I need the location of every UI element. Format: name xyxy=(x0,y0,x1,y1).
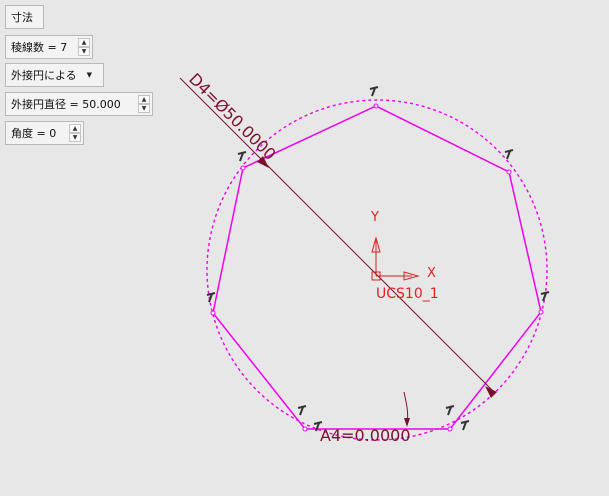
diameter-spinner[interactable]: ▲▼ xyxy=(138,95,150,113)
dimension-arrow-bottom xyxy=(485,386,497,398)
angle-dimension-arrow xyxy=(404,418,410,427)
diameter-label: 外接円直径 = 50.000 xyxy=(11,98,121,111)
spin-up-icon[interactable]: ▲ xyxy=(138,95,150,104)
mode-dropdown-value: 外接円による xyxy=(11,69,77,82)
edge-count-label: 稜線数 = 7 xyxy=(11,41,68,54)
dimension-button[interactable]: 寸法 xyxy=(5,5,44,29)
edge-count-spinner[interactable]: ▲▼ xyxy=(78,38,90,56)
spin-down-icon[interactable]: ▼ xyxy=(78,47,90,56)
spin-down-icon[interactable]: ▼ xyxy=(138,104,150,113)
diameter-dimension-label[interactable]: D4=Ø50.0000 xyxy=(185,69,280,164)
ucs-name-label: UCS10_1 xyxy=(376,286,439,302)
spin-up-icon[interactable]: ▲ xyxy=(78,38,90,47)
spin-down-icon[interactable]: ▼ xyxy=(69,133,81,142)
y-axis-label: Y xyxy=(370,210,379,225)
spin-up-icon[interactable]: ▲ xyxy=(69,124,81,133)
mode-dropdown[interactable]: 外接円による ▼ xyxy=(5,63,104,87)
heptagon-profile[interactable] xyxy=(212,105,542,430)
x-axis-label: X xyxy=(427,266,436,281)
circumscribed-circle[interactable] xyxy=(206,99,548,441)
angle-dimension-label[interactable]: A4=0.0000 xyxy=(320,426,411,445)
angle-stepper[interactable]: 角度 = 0 ▲▼ xyxy=(5,121,84,145)
diameter-dimension-line[interactable] xyxy=(179,77,496,394)
dimension-arrow-top xyxy=(257,156,269,168)
angle-label: 角度 = 0 xyxy=(11,127,57,140)
ucs-triad[interactable] xyxy=(371,236,420,281)
vertex-points xyxy=(210,103,544,432)
angle-spinner[interactable]: ▲▼ xyxy=(69,124,81,142)
edge-count-stepper[interactable]: 稜線数 = 7 ▲▼ xyxy=(5,35,93,59)
chevron-down-icon: ▼ xyxy=(86,71,93,79)
constraint-icons xyxy=(206,86,550,432)
diameter-stepper[interactable]: 外接円直径 = 50.000 ▲▼ xyxy=(5,92,153,116)
